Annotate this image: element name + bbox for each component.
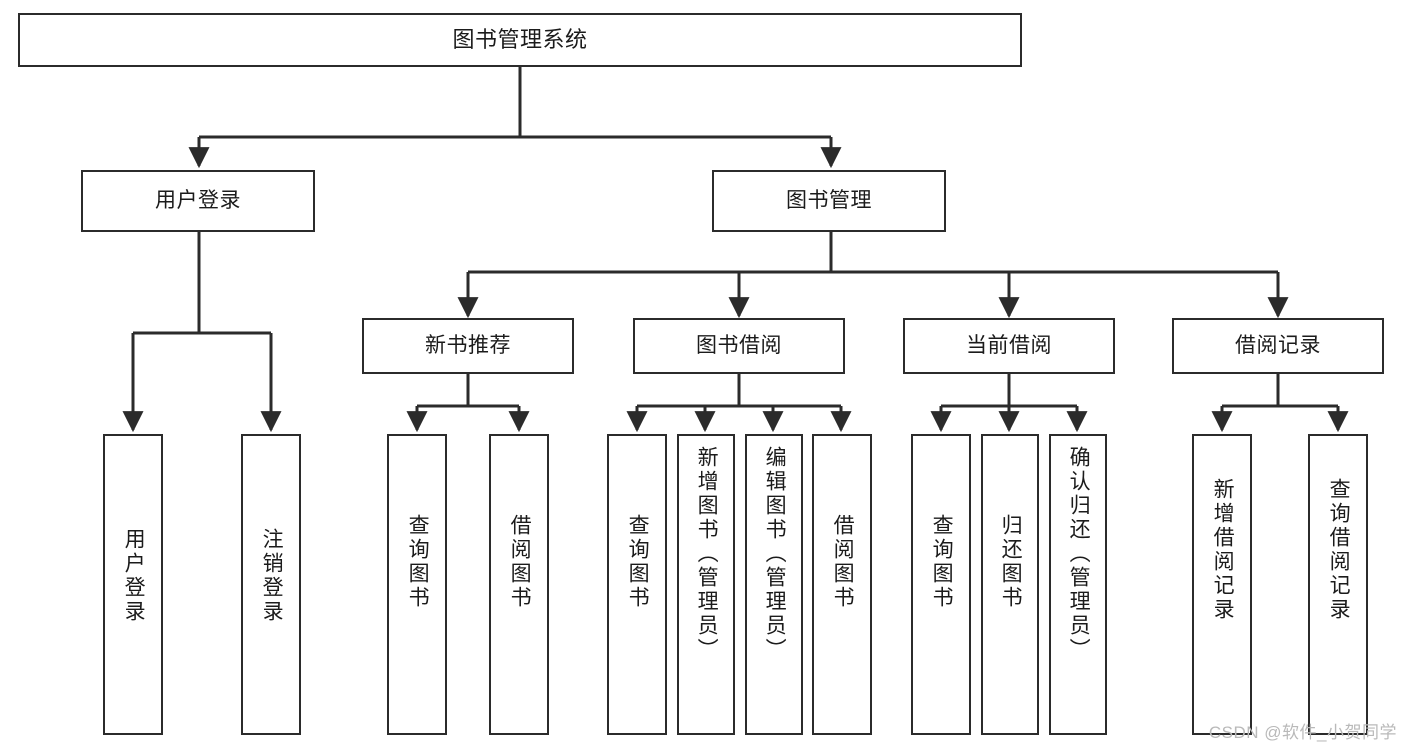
leaf-query-book-2-label: 查询图书 xyxy=(626,514,650,610)
leaf-add-record[interactable]: 新增借阅记录 xyxy=(1192,434,1252,735)
node-root-label: 图书管理系统 xyxy=(452,27,588,53)
leaf-borrow-book-1-label: 借阅图书 xyxy=(508,514,532,610)
node-new-book-recommend[interactable]: 新书推荐 xyxy=(362,318,574,374)
leaf-borrow-book-2[interactable]: 借阅图书 xyxy=(812,434,872,735)
leaf-query-book-3[interactable]: 查询图书 xyxy=(911,434,971,735)
leaf-user-login-label: 用户登录 xyxy=(122,528,146,624)
leaf-add-book[interactable]: 新增图书（管理员） xyxy=(677,434,735,735)
leaf-logout-login-label: 注销登录 xyxy=(260,528,284,624)
node-user-login-label: 用户登录 xyxy=(155,188,241,212)
leaf-borrow-book-1[interactable]: 借阅图书 xyxy=(489,434,549,735)
leaf-confirm-return[interactable]: 确认归还（管理员） xyxy=(1049,434,1107,735)
node-user-login[interactable]: 用户登录 xyxy=(81,170,315,232)
node-book-borrow[interactable]: 图书借阅 xyxy=(633,318,845,374)
leaf-borrow-book-2-label: 借阅图书 xyxy=(831,514,855,610)
node-root[interactable]: 图书管理系统 xyxy=(18,13,1022,67)
leaf-query-book-1[interactable]: 查询图书 xyxy=(387,434,447,735)
leaf-query-record-label: 查询借阅记录 xyxy=(1327,478,1351,622)
node-borrow-record[interactable]: 借阅记录 xyxy=(1172,318,1384,374)
node-book-manage[interactable]: 图书管理 xyxy=(712,170,946,232)
node-current-borrow[interactable]: 当前借阅 xyxy=(903,318,1115,374)
leaf-logout-login[interactable]: 注销登录 xyxy=(241,434,301,735)
leaf-confirm-return-label: 确认归还（管理员） xyxy=(1067,446,1091,662)
leaf-edit-book-label: 编辑图书（管理员） xyxy=(763,446,787,662)
leaf-query-book-2[interactable]: 查询图书 xyxy=(607,434,667,735)
leaf-user-login[interactable]: 用户登录 xyxy=(103,434,163,735)
node-borrow-record-label: 借阅记录 xyxy=(1235,333,1321,357)
leaf-query-book-1-label: 查询图书 xyxy=(406,514,430,610)
csdn-watermark: CSDN @软件_小贺同学 xyxy=(1208,723,1397,742)
leaf-add-book-label: 新增图书（管理员） xyxy=(695,446,719,662)
node-book-manage-label: 图书管理 xyxy=(786,188,872,212)
leaf-return-book-label: 归还图书 xyxy=(999,514,1023,610)
leaf-edit-book[interactable]: 编辑图书（管理员） xyxy=(745,434,803,735)
node-book-borrow-label: 图书借阅 xyxy=(696,333,782,357)
leaf-return-book[interactable]: 归还图书 xyxy=(981,434,1039,735)
node-current-borrow-label: 当前借阅 xyxy=(966,333,1052,357)
node-new-book-recommend-label: 新书推荐 xyxy=(425,333,511,357)
leaf-add-record-label: 新增借阅记录 xyxy=(1211,478,1235,622)
leaf-query-book-3-label: 查询图书 xyxy=(930,514,954,610)
leaf-query-record[interactable]: 查询借阅记录 xyxy=(1308,434,1368,735)
